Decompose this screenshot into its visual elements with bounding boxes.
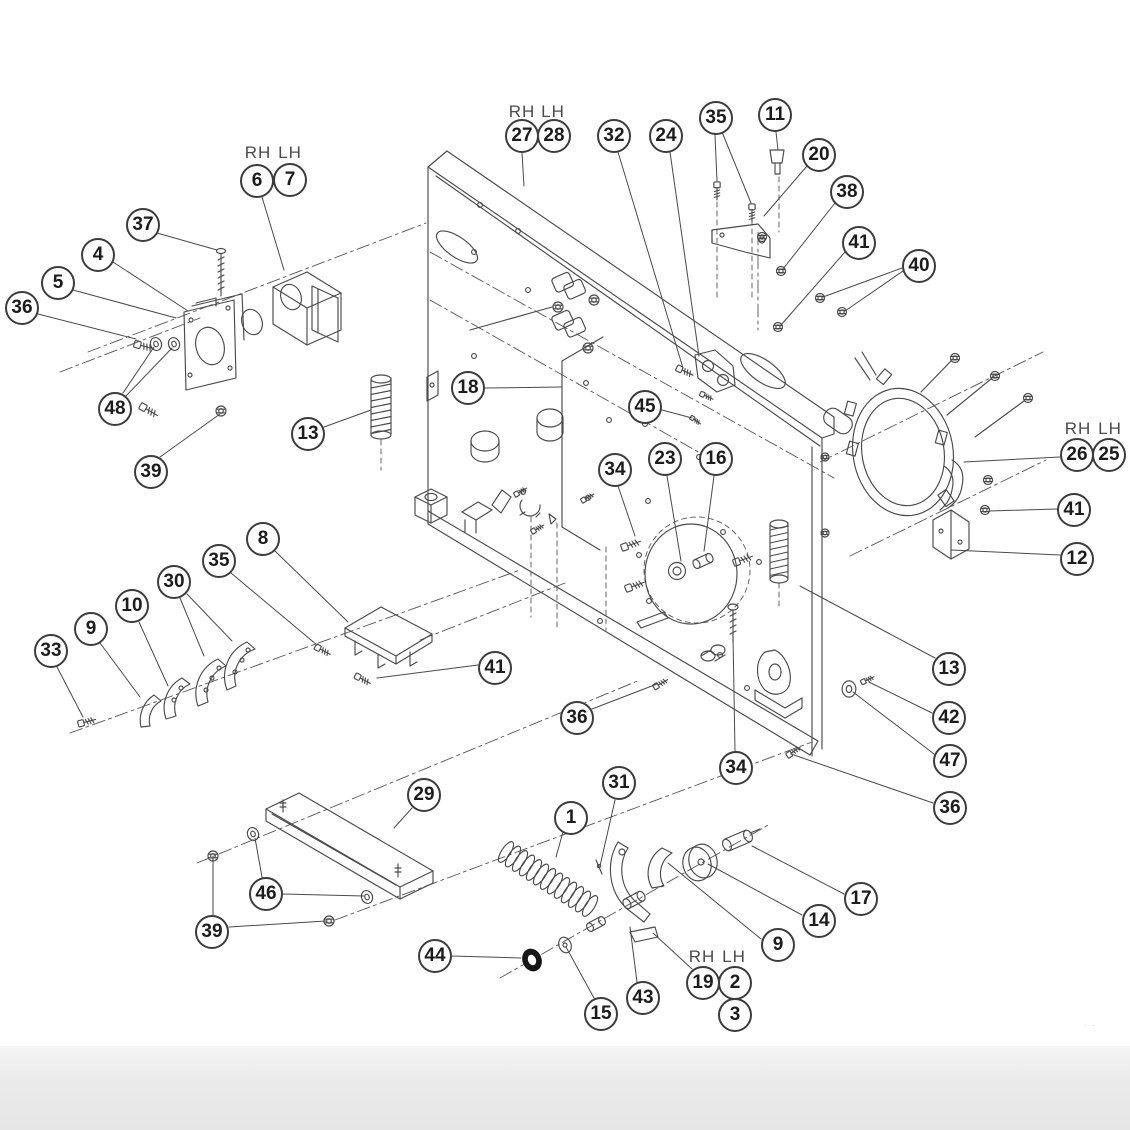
dial-dashed-circle <box>644 517 750 623</box>
balloon-32: 32 <box>597 119 631 153</box>
balloon-20: 20 <box>802 138 836 172</box>
balloon-45: 45 <box>628 390 662 424</box>
balloon-42: 42 <box>932 701 966 735</box>
leader-lines <box>38 132 1060 998</box>
balloon-39: 39 <box>195 915 229 949</box>
balloon-29: 29 <box>407 778 441 812</box>
hand-label-rh-2: RH <box>244 143 272 162</box>
ring-assembly <box>820 352 1034 559</box>
mid-hardware <box>415 272 600 535</box>
balloon-25: 25 <box>1092 438 1126 472</box>
balloon-12: 12 <box>1060 542 1094 576</box>
balloon-47: 47 <box>933 744 967 778</box>
balloon-34: 34 <box>598 453 632 487</box>
spring-13-right <box>770 520 788 583</box>
hand-label-lh-5: LH <box>1098 419 1122 438</box>
balloon-38: 38 <box>830 175 864 209</box>
top-bracket-assembly <box>712 150 848 333</box>
curve-9-lower <box>648 848 672 888</box>
balloon-2: 2 <box>718 966 752 1000</box>
disc-14 <box>679 841 720 884</box>
balloon-41: 41 <box>478 651 512 685</box>
spring-1 <box>496 839 601 918</box>
balloon-33: 33 <box>34 634 68 668</box>
balloon-35: 35 <box>202 544 236 578</box>
hand-label-lh-3: LH <box>278 143 302 162</box>
balloon-23: 23 <box>648 442 682 476</box>
balloon-4: 4 <box>81 238 115 272</box>
washer-15 <box>556 935 573 954</box>
dial-assembly <box>619 524 755 642</box>
balloon-17: 17 <box>844 882 878 916</box>
plate-8 <box>313 607 432 687</box>
balloon-36: 36 <box>560 701 594 735</box>
balloon-9: 9 <box>761 928 795 962</box>
cylinder-43 <box>584 914 608 934</box>
curved-segments <box>76 642 255 728</box>
balloon-36: 36 <box>5 291 39 325</box>
plate-24 <box>674 350 735 426</box>
balloon-36: 36 <box>933 791 967 825</box>
corner-mark: . . <box>1084 1019 1097 1028</box>
top-rail <box>428 151 834 446</box>
balloon-11: 11 <box>758 98 792 132</box>
balloon-8: 8 <box>246 522 280 556</box>
hidden-lines <box>381 177 779 630</box>
balloon-13: 13 <box>932 652 966 686</box>
balloon-41: 41 <box>1057 493 1091 527</box>
hand-label-rh-4: RH <box>1064 419 1092 438</box>
balloon-15: 15 <box>584 997 618 1031</box>
balloon-39: 39 <box>134 455 168 489</box>
panel-lower-right <box>651 645 876 759</box>
flange-assembly <box>132 249 341 420</box>
lever-assembly <box>496 829 760 974</box>
balloon-14: 14 <box>802 904 836 938</box>
balloon-34: 34 <box>719 751 753 785</box>
center-lines <box>60 223 1046 978</box>
balloon-31: 31 <box>602 766 636 800</box>
balloon-44: 44 <box>418 939 452 973</box>
balloon-35: 35 <box>699 101 733 135</box>
page-bottom-shade <box>0 1046 1130 1130</box>
bracket-29 <box>207 793 433 927</box>
grommet-44 <box>520 946 545 973</box>
balloon-19: 19 <box>686 966 720 1000</box>
balloon-5: 5 <box>41 266 75 300</box>
balloon-41: 41 <box>842 226 876 260</box>
hand-label-lh-7: LH <box>722 947 746 966</box>
balloon-43: 43 <box>626 981 660 1015</box>
hand-label-lh-1: LH <box>541 102 565 121</box>
balloon-3: 3 <box>718 998 752 1032</box>
main-panel <box>427 167 855 756</box>
balloon-27: 27 <box>505 119 539 153</box>
balloon-9: 9 <box>74 612 108 646</box>
balloon-26: 26 <box>1060 438 1094 472</box>
balloon-1: 1 <box>554 801 588 835</box>
hand-label-rh-0: RH <box>508 102 536 121</box>
balloon-28: 28 <box>537 119 571 153</box>
balloon-10: 10 <box>115 589 149 623</box>
balloon-13: 13 <box>291 417 325 451</box>
balloon-46: 46 <box>249 877 283 911</box>
balloon-16: 16 <box>699 442 733 476</box>
spring-13-left <box>371 375 391 439</box>
balloon-6: 6 <box>240 164 274 198</box>
balloon-37: 37 <box>126 208 160 242</box>
pin-17 <box>721 829 760 852</box>
balloon-24: 24 <box>649 119 683 153</box>
balloon-40: 40 <box>902 249 936 283</box>
balloon-48: 48 <box>98 392 132 426</box>
balloon-18: 18 <box>451 371 485 405</box>
balloon-7: 7 <box>273 163 307 197</box>
balloon-30: 30 <box>157 565 191 599</box>
hand-label-rh-6: RH <box>688 947 716 966</box>
